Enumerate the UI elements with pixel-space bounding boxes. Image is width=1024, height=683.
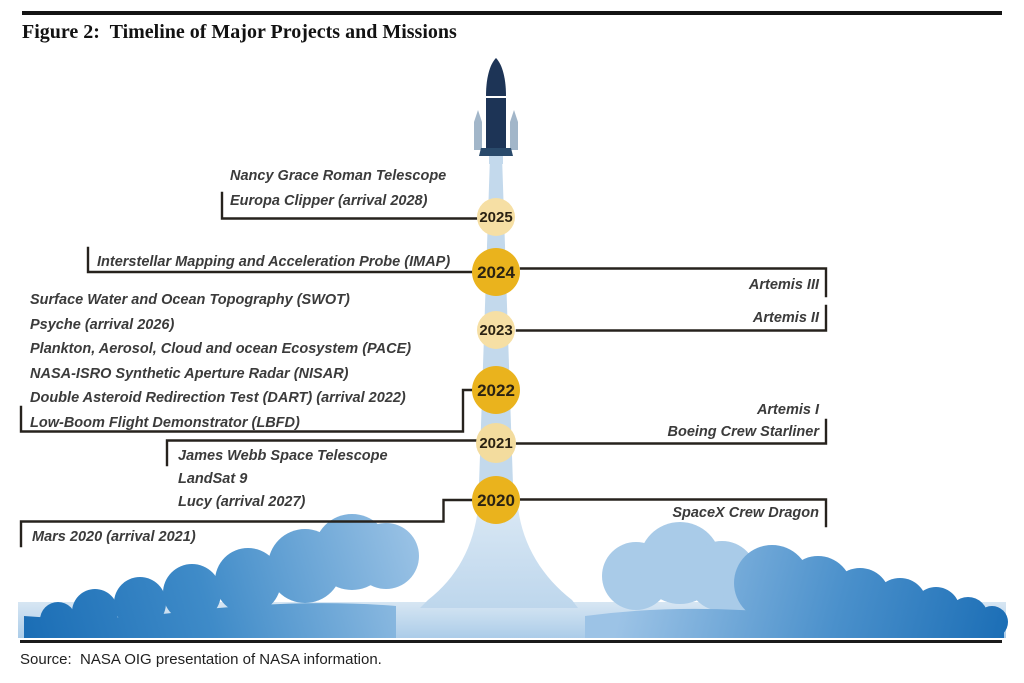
mission-group-2021: James Webb Space Telescope LandSat 9 Luc… [178,445,388,514]
mission-group-artemis-3: Artemis III [749,273,819,297]
mission-label: Surface Water and Ocean Topography (SWOT… [30,292,350,308]
mission-label: Low-Boom Flight Demonstrator (LBFD) [30,414,300,431]
bracket-2020-right [519,498,828,528]
mission-label: Artemis II [752,310,819,326]
mission-label: Artemis I [756,402,819,418]
year-circles: 2025 2024 2023 2022 2021 2020 [472,198,520,524]
mission-label: Mars 2020 (arrival 2021) [32,529,196,545]
rocket-icon [474,58,518,164]
mission-label: Artemis III [748,277,819,293]
mission-label: Double Asteroid Redirection Test (DART) … [30,390,406,407]
mission-label: James Webb Space Telescope [178,448,388,464]
bracket-2024-left [86,246,474,274]
year-circle-2020 [472,476,520,524]
mission-label: Psyche (arrival 2026) [30,316,175,333]
bracket-2020-left [19,498,475,548]
cloud-left [24,514,419,638]
cloud-right [585,545,1008,638]
mission-label: Lucy (arrival 2027) [178,494,306,510]
year-circle-2022 [472,366,520,414]
mission-label: LandSat 9 [178,471,248,487]
exhaust-plume [420,496,578,608]
mission-group-2025: Nancy Grace Roman Telescope Europa Clipp… [230,164,446,214]
year-label-2023: 2023 [479,322,512,339]
figure-title: Figure 2: Timeline of Major Projects and… [22,21,457,43]
mission-label: Europa Clipper (arrival 2028) [230,193,428,209]
year-label-2025: 2025 [479,209,512,226]
bracket-2022-left [19,388,474,433]
bracket-2021-left [165,439,479,467]
mission-group-artemis-2: Artemis II [753,306,819,330]
bracket-2021-right [515,418,828,445]
source-note: Source: NASA OIG presentation of NASA in… [20,651,382,668]
bracket-2024-right [519,267,828,298]
bottom-rule [20,640,1002,643]
year-circle-2025 [477,198,515,236]
mission-label: SpaceX Crew Dragon [672,505,819,521]
bracket-2023-right [515,304,828,332]
mission-group-crew-dragon: SpaceX Crew Dragon [672,501,819,525]
mission-group-artemis-1-starliner: Artemis I Boeing Crew Starliner [668,399,819,443]
mission-group-2024: Interstellar Mapping and Acceleration Pr… [97,250,450,274]
top-rule [22,11,1002,15]
year-circle-2024 [472,248,520,296]
mission-group-2020: Mars 2020 (arrival 2021) [32,525,196,549]
year-circle-2023 [477,311,515,349]
year-label-2021: 2021 [479,435,512,452]
mission-label: Boeing Crew Starliner [667,424,819,440]
year-label-2020: 2020 [477,491,515,510]
year-label-2022: 2022 [477,381,515,400]
mission-label: NASA-ISRO Synthetic Aperture Radar (NISA… [30,365,349,382]
mission-label: Nancy Grace Roman Telescope [230,168,447,184]
connector-brackets [19,191,828,548]
mission-label: Plankton, Aerosol, Cloud and ocean Ecosy… [30,341,412,358]
year-label-2024: 2024 [477,263,515,282]
bracket-2025-left [220,191,478,220]
year-circle-2021 [476,423,516,463]
mission-label: Interstellar Mapping and Acceleration Pr… [97,254,451,270]
mission-group-2022-2023: Surface Water and Ocean Topography (SWOT… [30,288,411,436]
